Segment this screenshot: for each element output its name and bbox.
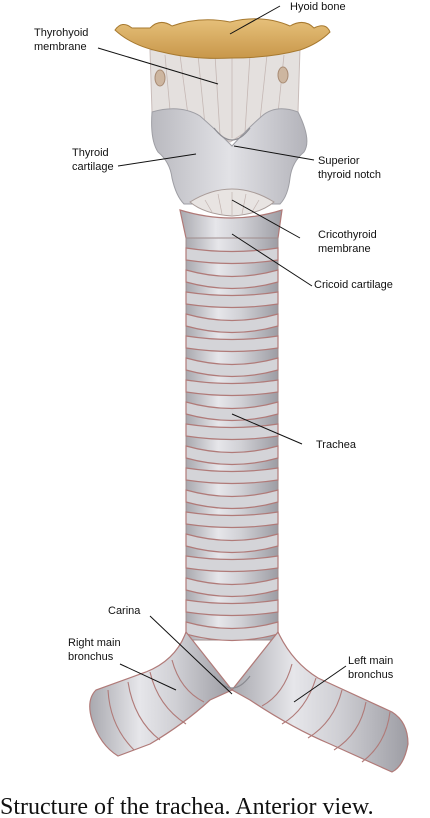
left-main-bronchus (231, 630, 409, 773)
membrane-fibers (164, 54, 285, 138)
tracheal-ring (185, 379, 279, 397)
tracheal-ring (185, 533, 279, 554)
labels: Hyoid bone Thyrohyoid membrane Thyroid c… (34, 1, 394, 681)
tracheal-ring (185, 423, 279, 441)
superior-thyroid-notch (213, 127, 251, 141)
tracheal-ring (185, 577, 279, 598)
tracheal-ring (185, 489, 279, 510)
tracheal-ring (185, 269, 279, 290)
tracheal-ring (185, 291, 279, 309)
membrane-foramen-left (154, 69, 166, 87)
label-thyrohyoid-line2: membrane (34, 41, 87, 53)
tracheal-ring (185, 555, 279, 573)
label-hyoid-bone: Hyoid bone (290, 1, 346, 13)
tracheal-ring (185, 247, 279, 265)
tracheal-ring (185, 467, 279, 485)
label-superior-notch-line1: Superior (318, 155, 360, 167)
tracheal-ring (185, 511, 279, 529)
leader-lines (97, 5, 347, 703)
tracheal-ring (185, 599, 279, 617)
tracheal-ring (185, 357, 279, 378)
label-thyroid-cartilage-line2: cartilage (72, 161, 114, 173)
label-cricothyroid-line1: Cricothyroid (318, 229, 377, 241)
tracheal-ring (185, 313, 279, 334)
label-thyrohyoid-line1: Thyrohyoid (34, 27, 88, 39)
label-left-bronchus-line1: Left main (348, 655, 393, 667)
label-right-bronchus-line2: bronchus (68, 651, 114, 663)
cricothyroid-fibers (204, 192, 260, 215)
tracheal-ring (185, 445, 279, 466)
label-cricothyroid-line2: membrane (318, 243, 371, 255)
membrane-foramen-right (277, 66, 289, 84)
label-right-bronchus-line1: Right main (68, 637, 121, 649)
label-cricoid: Cricoid cartilage (314, 279, 393, 291)
label-thyroid-cartilage-line1: Thyroid (72, 147, 109, 159)
tracheal-ring (185, 335, 279, 353)
label-carina: Carina (108, 605, 141, 617)
hyoid-bone (114, 18, 331, 59)
label-superior-notch-line2: thyroid notch (318, 169, 381, 181)
tracheal-rings (185, 247, 279, 642)
figure-caption: Structure of the trachea. Anterior view. (0, 794, 374, 818)
right-main-bronchus (89, 630, 233, 757)
tracheal-ring (185, 401, 279, 422)
label-trachea: Trachea (316, 439, 357, 451)
label-left-bronchus-line2: bronchus (348, 669, 394, 681)
bronchus-rings (107, 659, 391, 763)
